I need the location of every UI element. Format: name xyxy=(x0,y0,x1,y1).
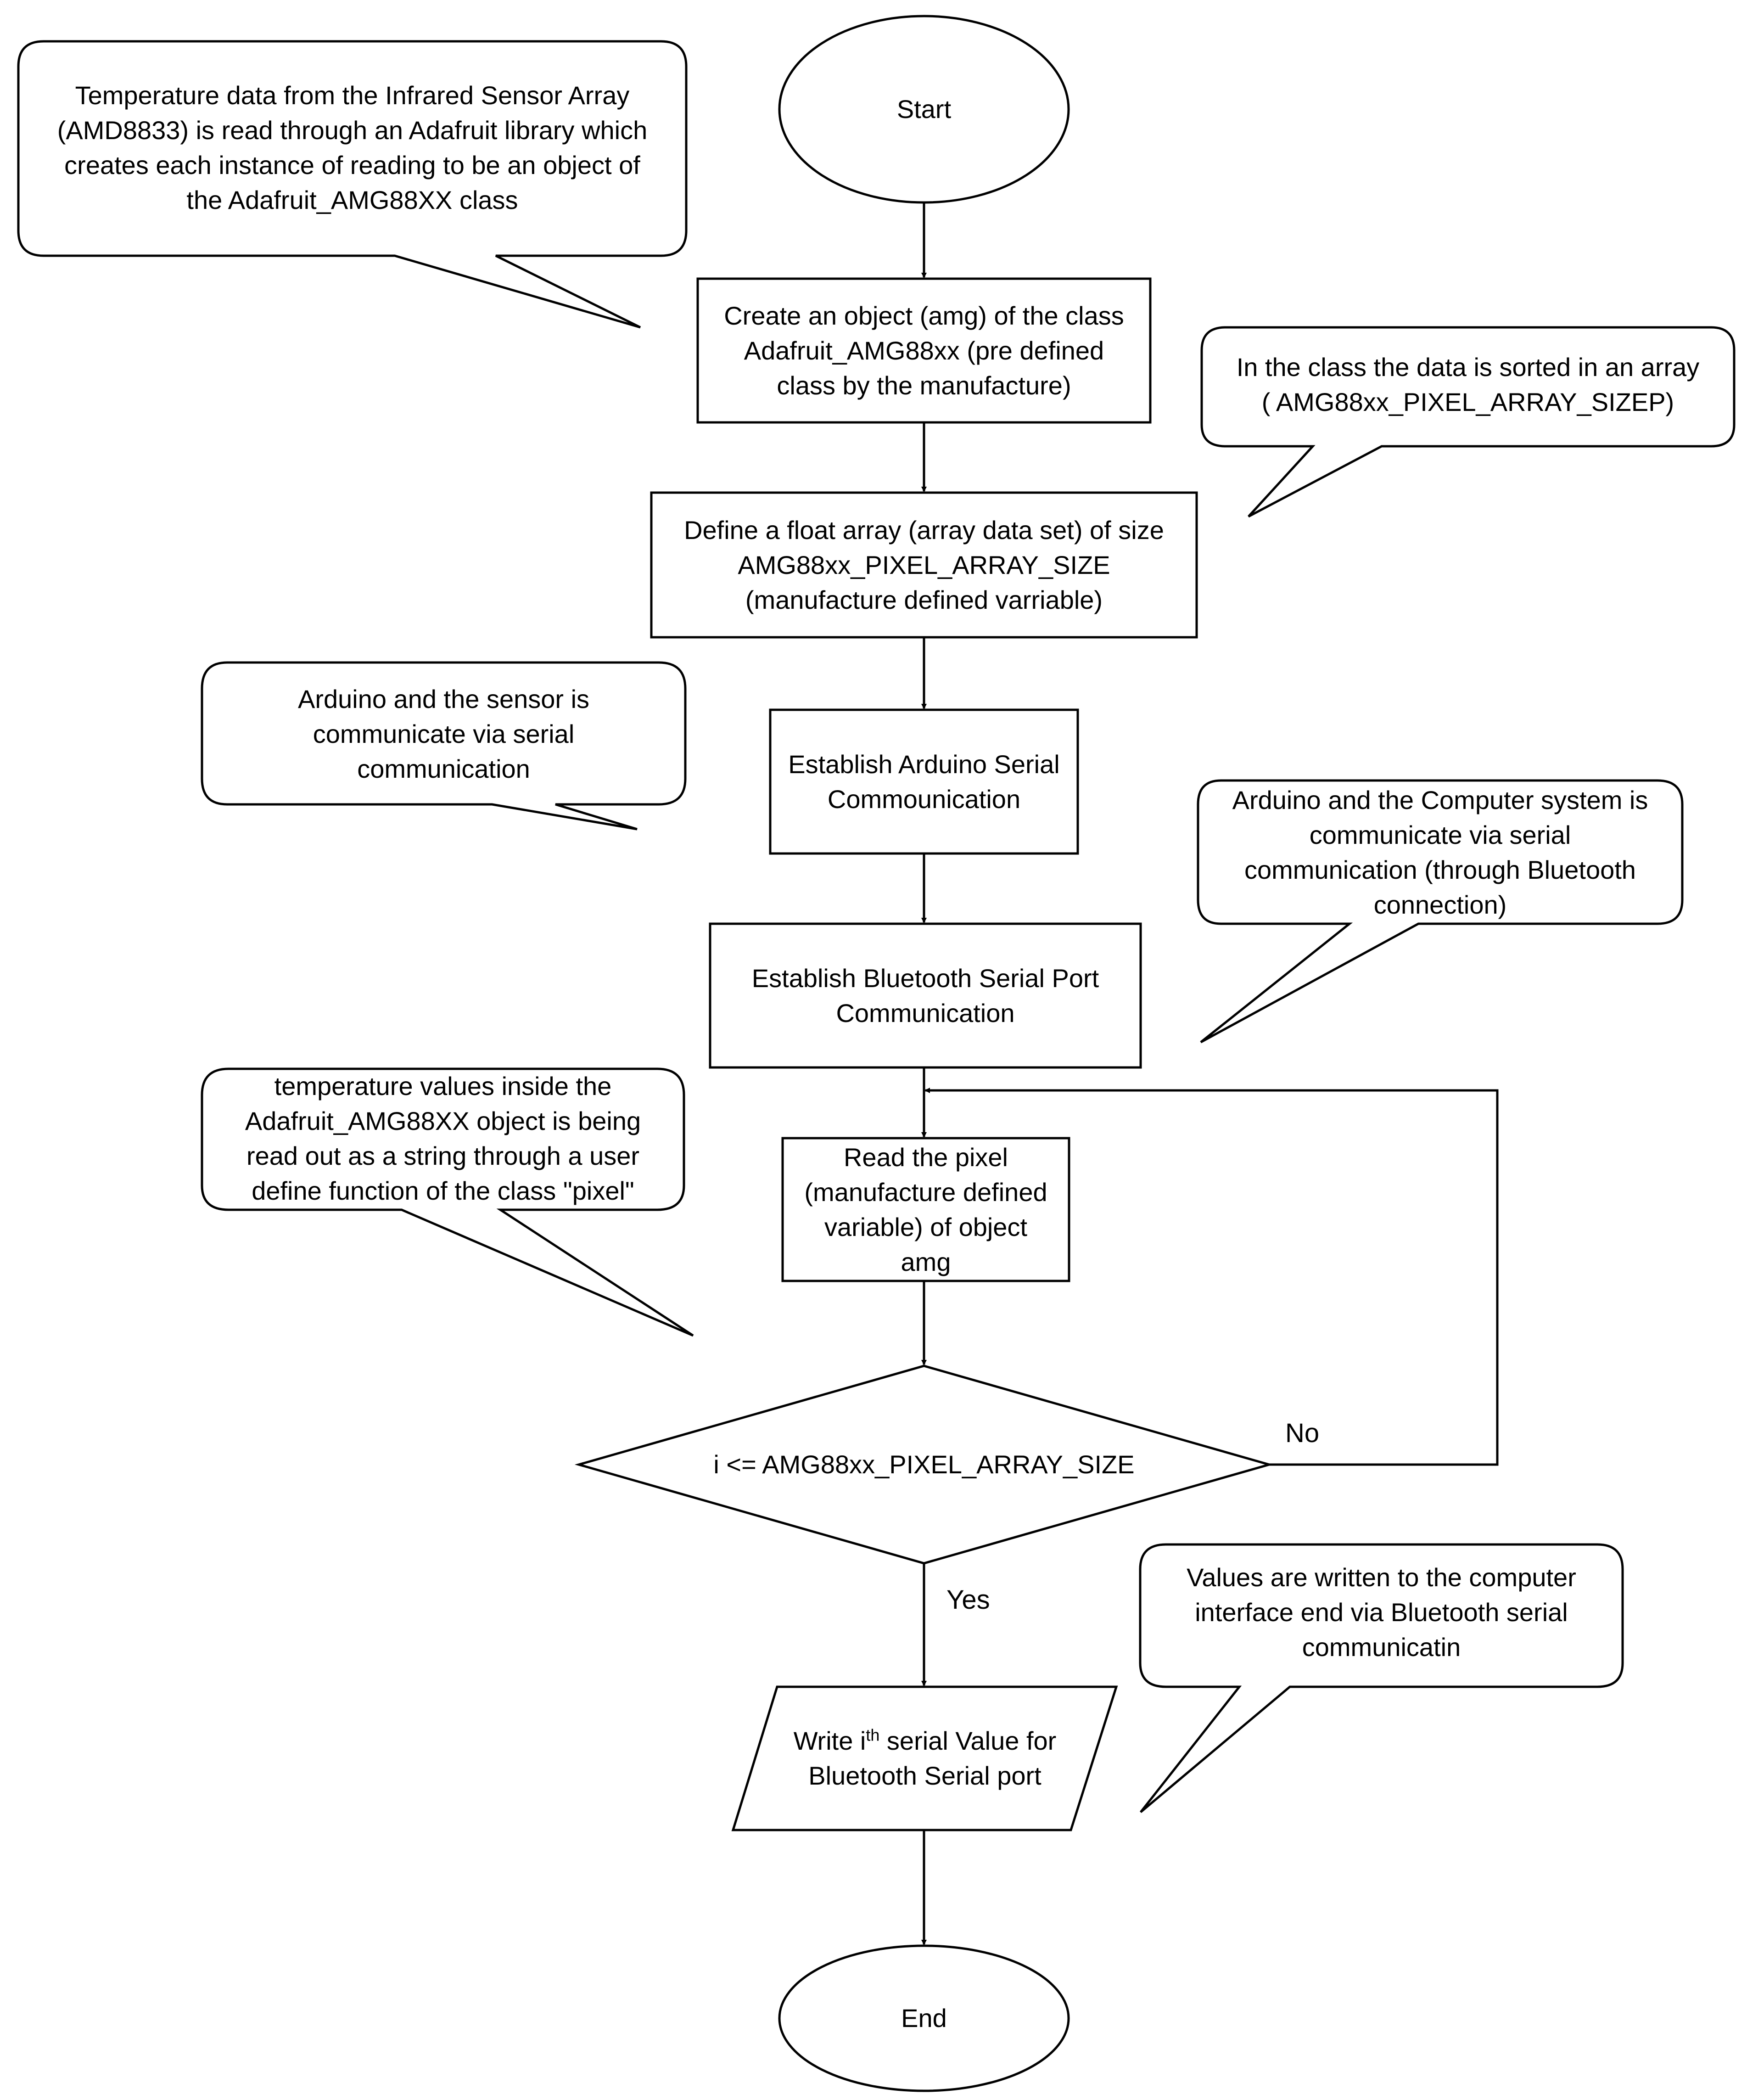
establish-bluetooth-label: Establish Bluetooth Serial Port Communic… xyxy=(751,963,1099,1028)
edge-decision-no-loop xyxy=(924,1088,1499,1466)
callout-arduino-computer-text: Arduino and the Computer system is commu… xyxy=(1232,786,1648,919)
define-array-box xyxy=(650,491,1198,639)
write-label: Write ith serial Value for Bluetooth Ser… xyxy=(753,1687,1097,1830)
callout-class-array-text: In the class the data is sorted in an ar… xyxy=(1236,353,1700,416)
establish-serial-label: Establish Arduino Serial Commounication xyxy=(788,749,1060,814)
establish-serial-box xyxy=(769,708,1079,855)
write-label-superscript: th xyxy=(866,1725,880,1745)
end-label: End xyxy=(901,2004,947,2033)
callout-arduino-sensor-shape xyxy=(201,661,687,831)
define-array-label: Define a float array (array data set) of… xyxy=(684,515,1164,614)
callout-values-written-shape xyxy=(1139,1543,1624,1813)
write-label-post: serial Value for Bluetooth Serial port xyxy=(808,1726,1057,1790)
read-pixel-label: Read the pixel (manufacture defined vari… xyxy=(804,1142,1047,1276)
callout-arduino-computer-shape xyxy=(1197,779,1684,1044)
callout-sensor-library-text: Temperature data from the Infrared Senso… xyxy=(57,81,648,214)
callout-arduino-sensor-text: Arduino and the sensor is communicate vi… xyxy=(297,685,590,783)
start-label: Start xyxy=(896,95,952,124)
establish-bluetooth-box xyxy=(709,922,1142,1069)
read-pixel-box xyxy=(781,1137,1070,1282)
end-terminator xyxy=(778,1944,1070,2092)
callout-temperature-values-text: temperature values inside the Adafruit_A… xyxy=(245,1072,641,1205)
write-parallelogram xyxy=(731,1685,1118,1831)
write-label-pre: Write i xyxy=(793,1726,866,1755)
edge-label-no: No xyxy=(1285,1418,1320,1448)
callout-sensor-library-shape xyxy=(17,40,688,329)
callout-class-array-shape xyxy=(1200,326,1736,518)
create-object-label: Create an object (amg) of the class Adaf… xyxy=(724,301,1124,400)
decision-label: i <= AMG88xx_PIXEL_ARRAY_SIZE xyxy=(713,1450,1135,1479)
callout-temperature-values-shape xyxy=(201,1067,694,1337)
callout-values-written-text: Values are written to the computer inter… xyxy=(1187,1563,1576,1662)
edge-label-yes: Yes xyxy=(946,1585,990,1615)
